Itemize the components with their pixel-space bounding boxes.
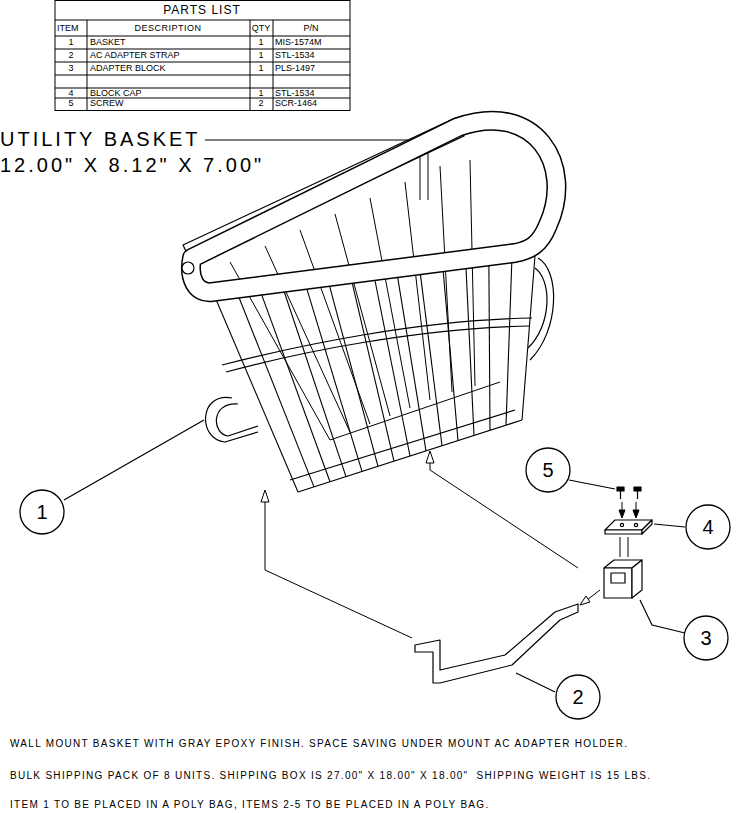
item-number: 4 [68,89,73,98]
column-heading: DESCRIPTION [134,24,201,33]
basket-wire [235,288,314,487]
basket-wire [420,268,442,446]
callout-number: 5 [542,460,553,480]
quantity: 1 [258,51,263,60]
part-description: AC ADAPTER STRAP [90,51,180,60]
basket-wire [443,266,458,441]
column-heading: QTY [252,24,271,33]
mount-parts [415,487,652,683]
basket-wire [466,263,474,435]
callout-circle: 1 [19,489,65,535]
part-number: STL-1534 [275,51,315,60]
callout-number: 2 [572,687,583,707]
arrowheads [261,451,639,605]
note: ITEM 1 TO BE PLACED IN A POLY BAG, ITEMS… [10,800,490,810]
assembly-lines [265,463,636,638]
item-number: 3 [68,64,73,73]
callout-number: 3 [700,628,711,648]
basket-wire [489,261,490,430]
quantity: 1 [258,38,263,47]
leader-lines [64,420,685,692]
part-description: BASKET [90,38,126,47]
item-number: 5 [68,99,73,108]
part-number: MIS-1574M [275,38,322,47]
item-number: 1 [68,38,73,47]
column-heading: ITEM [57,24,79,33]
callout-circle: 3 [683,615,729,661]
basket-wire [397,271,426,451]
part-number: SCR-1464 [275,99,317,108]
part-description: BLOCK CAP [90,89,142,98]
part-number: STL-1534 [275,89,315,98]
part-number: PLS-1497 [275,64,315,73]
part-title: UTILITY BASKET [0,129,201,149]
basket-wire [212,290,298,492]
callout-circle: 5 [525,447,571,493]
leader-line [205,139,440,140]
basket-wire [258,285,330,482]
note: WALL MOUNT BASKET WITH GRAY EPOXY FINISH… [10,739,628,749]
callout-number: 1 [36,502,47,522]
quantity: 1 [258,89,263,98]
part-description: SCREW [90,99,124,108]
note: BULK SHIPPING PACK OF 8 UNITS. SHIPPING … [10,771,651,781]
basket-wire [327,278,378,466]
quantity: 2 [258,99,263,108]
callout-number: 4 [702,517,713,537]
callout-circle: 2 [555,674,601,720]
item-number: 2 [68,51,73,60]
basket-wire [374,273,411,456]
part-description: ADAPTER BLOCK [90,64,166,73]
parts-table-grid [55,1,350,111]
table-heading: PARTS LIST [163,4,241,16]
column-heading: P/N [303,24,318,33]
callout-circle: 4 [685,504,731,550]
basket-wire [522,256,535,420]
basket-wire [506,258,512,425]
dimension: 12.00" X 8.12" X 7.00" [0,155,264,175]
basket-wire [350,275,394,461]
quantity: 1 [258,64,263,73]
